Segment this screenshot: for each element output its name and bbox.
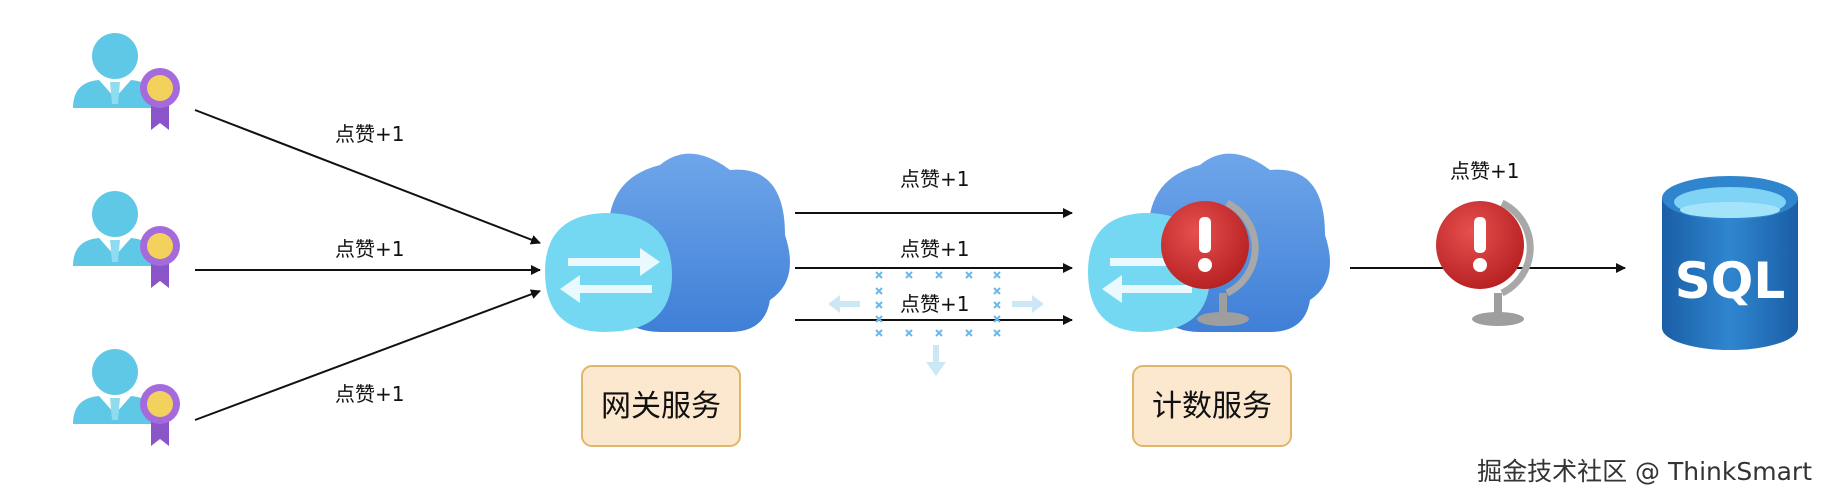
label-like-counter: 点赞+1: [1450, 159, 1519, 183]
watermark: 掘金技术社区 @ ThinkSmart: [1477, 457, 1812, 486]
counter-alert-icon: [1161, 199, 1259, 326]
gateway-service-label: 网关服务: [601, 389, 721, 424]
label-like-user2: 点赞+1: [335, 237, 404, 261]
label-like-user3: 点赞+1: [335, 382, 404, 406]
user-icon-middle: [73, 191, 180, 288]
database-label: SQL: [1675, 252, 1785, 310]
database-icon: SQL: [1662, 176, 1798, 350]
gateway-cloud-icon: [545, 153, 790, 332]
user-icon-top: [73, 33, 180, 130]
counter-service-box: 计数服务: [1132, 365, 1292, 447]
label-like-user1: 点赞+1: [335, 122, 404, 146]
arrow-user1-to-gateway: [194, 109, 541, 245]
label-like-gateway1: 点赞+1: [900, 167, 969, 191]
label-like-gateway2: 点赞+1: [900, 237, 969, 261]
arrow-user3-to-gateway: [194, 289, 541, 421]
gateway-service-box: 网关服务: [581, 365, 741, 447]
user-icon-bottom: [73, 349, 180, 446]
database-alert-icon: [1436, 199, 1534, 326]
counter-service-label: 计数服务: [1152, 389, 1272, 424]
dropped-requests-indicator: [828, 271, 1044, 376]
label-like-gateway3: 点赞+1: [900, 292, 969, 316]
